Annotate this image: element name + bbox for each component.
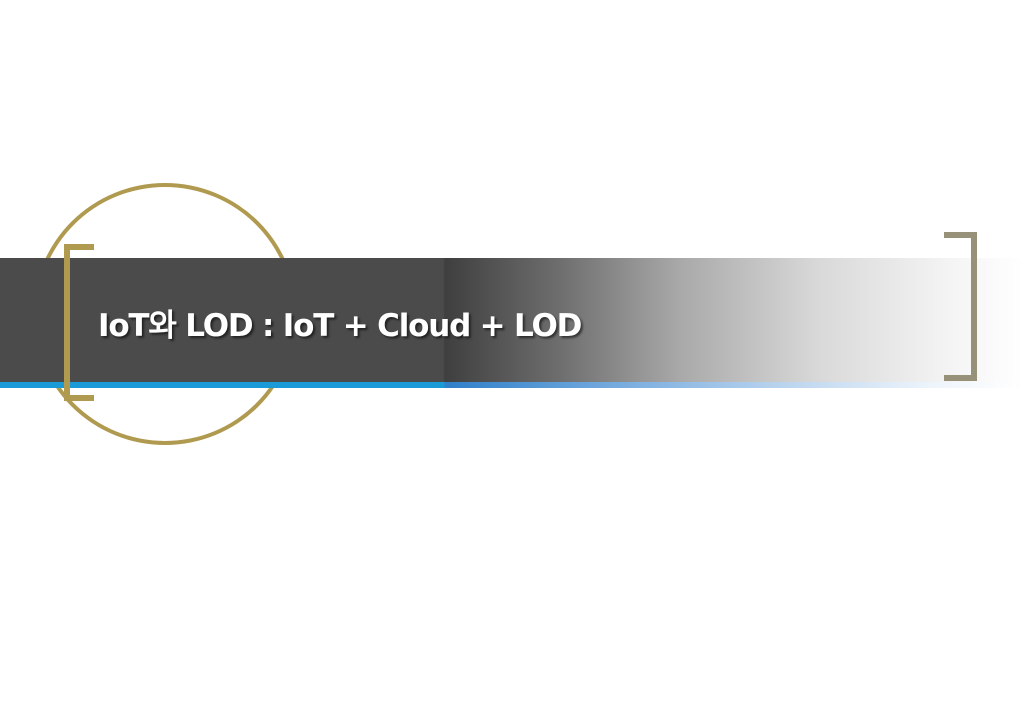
title-underline	[0, 382, 1024, 388]
title-band	[0, 258, 1024, 382]
right-bracket-decoration	[944, 232, 977, 381]
left-bracket-decoration	[64, 244, 94, 401]
slide-title: IoT와 LOD : IoT + Cloud + LOD	[98, 308, 582, 344]
